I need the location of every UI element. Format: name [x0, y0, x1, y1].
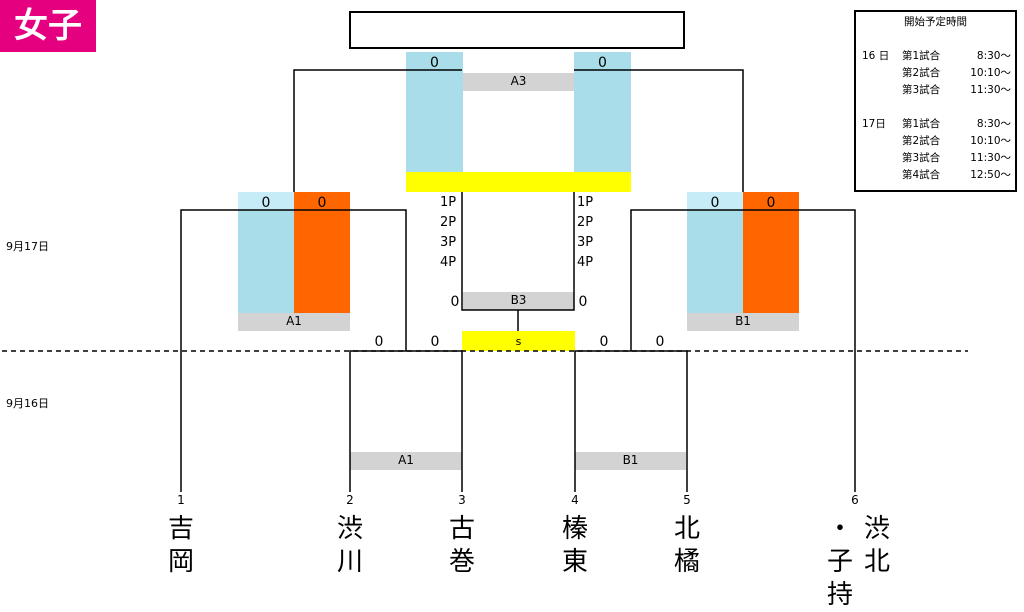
a1-semi-right-block	[294, 192, 350, 313]
b1-first-score-left: 0	[599, 334, 609, 350]
period-label: 1P	[440, 195, 457, 210]
b3-label: B3	[463, 292, 574, 310]
period-label: 4P	[577, 255, 594, 270]
team-name-char: 渋	[336, 514, 363, 544]
b1-semi-score-bg-left	[687, 192, 743, 212]
champion-box	[349, 11, 685, 49]
team-name-char: 持	[826, 580, 853, 610]
team-name-char: 北	[673, 514, 700, 544]
date-label-day1: 9月16日	[6, 397, 49, 410]
a1-first-label: A1	[350, 452, 462, 470]
team-number: 3	[458, 493, 466, 507]
period-label: 2P	[577, 215, 594, 230]
team-number: 5	[683, 493, 691, 507]
schedule-time: 12:50〜	[970, 169, 1011, 181]
team-name-char: 古	[448, 514, 475, 544]
b1-first-score-right: 0	[655, 334, 665, 350]
schedule-time: 8:30〜	[976, 50, 1011, 62]
team-name-char: 渋	[863, 514, 890, 544]
team-name-char: 北	[863, 547, 890, 577]
schedule-time: 11:30〜	[970, 84, 1011, 96]
b3-score-left: 0	[450, 294, 460, 310]
period-label: 3P	[577, 235, 594, 250]
period-label: 1P	[577, 195, 594, 210]
category-badge: 女子	[0, 0, 96, 52]
period-label: 4P	[440, 255, 457, 270]
a1-semi-score-right: 0	[317, 195, 327, 211]
team-name-char: 東	[561, 547, 588, 577]
team-number: 1	[177, 493, 185, 507]
team-name-haruhigashi: 榛 東	[555, 513, 595, 579]
a3-score-right: 0	[598, 55, 607, 71]
a1-semi-left-block	[238, 210, 294, 313]
period-labels-left: 1P 2P 3P 4P	[440, 193, 456, 273]
schedule-game: 第3試合	[902, 152, 941, 164]
b3-score-right: 0	[578, 294, 588, 310]
period-label: 3P	[440, 235, 457, 250]
team-name-char: 巻	[448, 547, 475, 577]
a3-right-block	[574, 52, 631, 174]
b1-semi-score-left: 0	[710, 195, 720, 211]
a3-label: A3	[463, 73, 574, 91]
b1-semi-right-block	[743, 192, 799, 313]
schedule-title: 開始予定時間	[904, 16, 967, 28]
team-number: 6	[851, 493, 859, 507]
third-place-bar	[406, 172, 631, 192]
a3-left-block	[406, 52, 463, 174]
b1-semi-left-block	[687, 210, 743, 313]
schedule-time: 8:30〜	[976, 118, 1011, 130]
schedule-game: 第4試合	[902, 169, 941, 181]
team-name-furumaki: 古 巻	[442, 513, 482, 579]
team-name-shibuhoku-column2: ・ 子 持	[820, 513, 860, 612]
schedule-time: 10:10〜	[970, 135, 1011, 147]
a1-semi-score-left: 0	[261, 195, 271, 211]
team-name-yoshioka: 吉 岡	[161, 513, 201, 579]
team-name-char: ・	[826, 514, 853, 544]
schedule-game: 第3試合	[902, 84, 941, 96]
team-number: 2	[346, 493, 354, 507]
schedule-game: 第2試合	[902, 135, 941, 147]
team-name-shibukawa: 渋 川	[330, 513, 370, 579]
a1-first-score-right: 0	[430, 334, 440, 350]
a1-semi-score-bg-left	[238, 192, 294, 212]
team-name-char: 子	[826, 547, 853, 577]
schedule-day: 16 日	[862, 50, 890, 62]
b1-semi-label: B1	[687, 313, 799, 331]
b1-first-label: B1	[575, 452, 686, 470]
schedule-game: 第1試合	[902, 50, 941, 62]
date-label-day2: 9月17日	[6, 240, 49, 253]
period-labels-right: 1P 2P 3P 4P	[577, 193, 593, 273]
schedule-box: 開始予定時間 16 日 第1試合 8:30〜 第2試合 10:10〜 第3試合 …	[854, 10, 1017, 192]
b1-semi-score-right: 0	[766, 195, 776, 211]
schedule-day: 17日	[862, 118, 886, 130]
schedule-game: 第2試合	[902, 67, 941, 79]
a1-semi-label: A1	[238, 313, 350, 331]
a3-score-left: 0	[430, 55, 439, 71]
a1-first-score-left: 0	[374, 334, 384, 350]
period-label: 2P	[440, 215, 457, 230]
team-name-char: 吉	[167, 514, 194, 544]
team-number: 4	[571, 493, 579, 507]
team-name-char: 榛	[561, 514, 588, 544]
schedule-time: 11:30〜	[970, 152, 1011, 164]
team-name-char: 川	[336, 547, 363, 577]
schedule-game: 第1試合	[902, 118, 941, 130]
schedule-time: 10:10〜	[970, 67, 1011, 79]
s-match-box: s	[462, 331, 575, 351]
team-name-hokkitsu: 北 橘	[667, 513, 707, 579]
team-name-char: 橘	[673, 547, 700, 577]
team-name-shibuhoku-column1: 渋 北	[857, 513, 897, 579]
team-name-char: 岡	[167, 547, 194, 577]
